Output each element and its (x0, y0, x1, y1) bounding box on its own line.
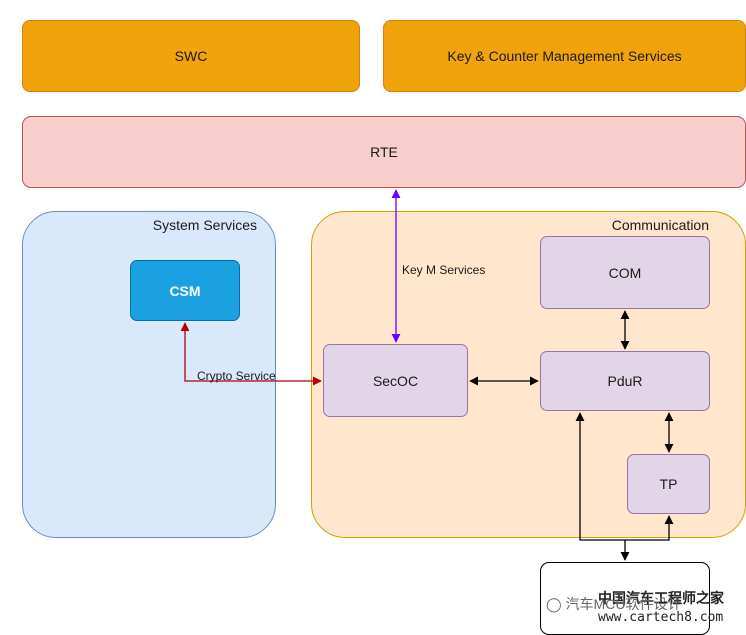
swc-block: SWC (22, 20, 360, 92)
edge-label-key-m-services: Key M Services (402, 263, 486, 277)
key-counter-management-label: Key & Counter Management Services (447, 48, 682, 64)
watermark-line3: www.cartech8.com (598, 610, 724, 625)
pdur-block: PduR (540, 351, 710, 411)
rte-label: RTE (370, 144, 398, 160)
swc-label: SWC (174, 48, 208, 64)
secoc-label: SecOC (372, 372, 419, 389)
tp-label: TP (659, 476, 678, 492)
com-block: COM (540, 236, 710, 309)
edge-label-crypto-service: Crypto Service (197, 369, 276, 383)
secoc-block: SecOC (323, 344, 468, 417)
edge-pdur-bottom (575, 412, 625, 541)
csm-label: CSM (169, 282, 201, 299)
com-label: COM (608, 264, 642, 281)
edge-csm-secoc (180, 322, 322, 386)
edge-tp-bottom (625, 515, 674, 541)
watermark-line2: 中国汽车工程师之家 (598, 590, 724, 606)
rte-block: RTE (22, 116, 746, 188)
key-counter-management-block: Key & Counter Management Services (383, 20, 746, 92)
bus-interface-block (540, 562, 710, 635)
communication-title: Communication (611, 217, 709, 233)
watermark-line1: ◯ 汽车MCU软件设计 (546, 594, 681, 614)
watermark-line1-text: 汽车MCU软件设计 (565, 596, 682, 612)
tp-block: TP (627, 454, 710, 514)
csm-block: CSM (130, 260, 240, 321)
pdur-label: PduR (607, 373, 643, 389)
system-services-title: System Services (152, 217, 257, 233)
wechat-icon: ◯ (546, 596, 562, 612)
